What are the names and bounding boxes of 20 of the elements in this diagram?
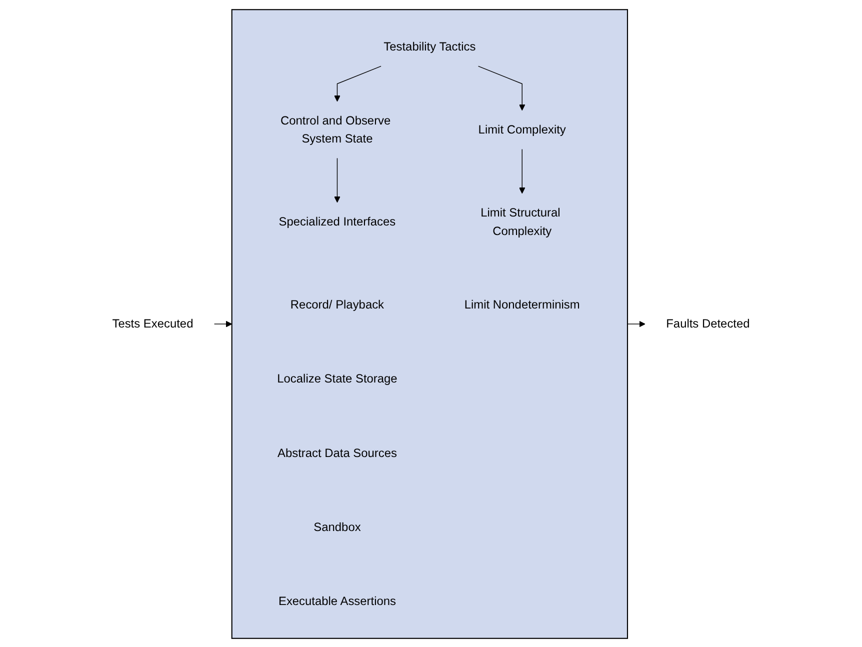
node-text: Control and Observe System State — [280, 113, 391, 145]
arrow — [214, 320, 232, 327]
node-text: Sandbox — [314, 520, 361, 534]
node-text: Testability Tactics — [384, 39, 476, 53]
arrow — [519, 148, 526, 194]
arrow — [478, 65, 526, 110]
node-text: Tests Executed — [112, 316, 194, 330]
node-text: Specialized Interfaces — [278, 214, 396, 228]
node-text: Limit Complexity — [478, 122, 566, 136]
node-text: Limit Nondeterminism — [464, 298, 580, 311]
arrow — [627, 320, 646, 327]
arrow — [334, 65, 382, 102]
node-text: Record/ Playback — [290, 298, 384, 311]
arrow — [334, 157, 340, 202]
cluster — [231, 8, 628, 638]
node-text: Limit Structural Complexity — [480, 205, 560, 237]
node-text: Executable Assertions — [278, 594, 396, 608]
node-text: Localize State Storage — [277, 372, 398, 385]
node-text: Abstract Data Sources — [277, 446, 397, 460]
node-text: Faults Detected — [666, 316, 750, 330]
